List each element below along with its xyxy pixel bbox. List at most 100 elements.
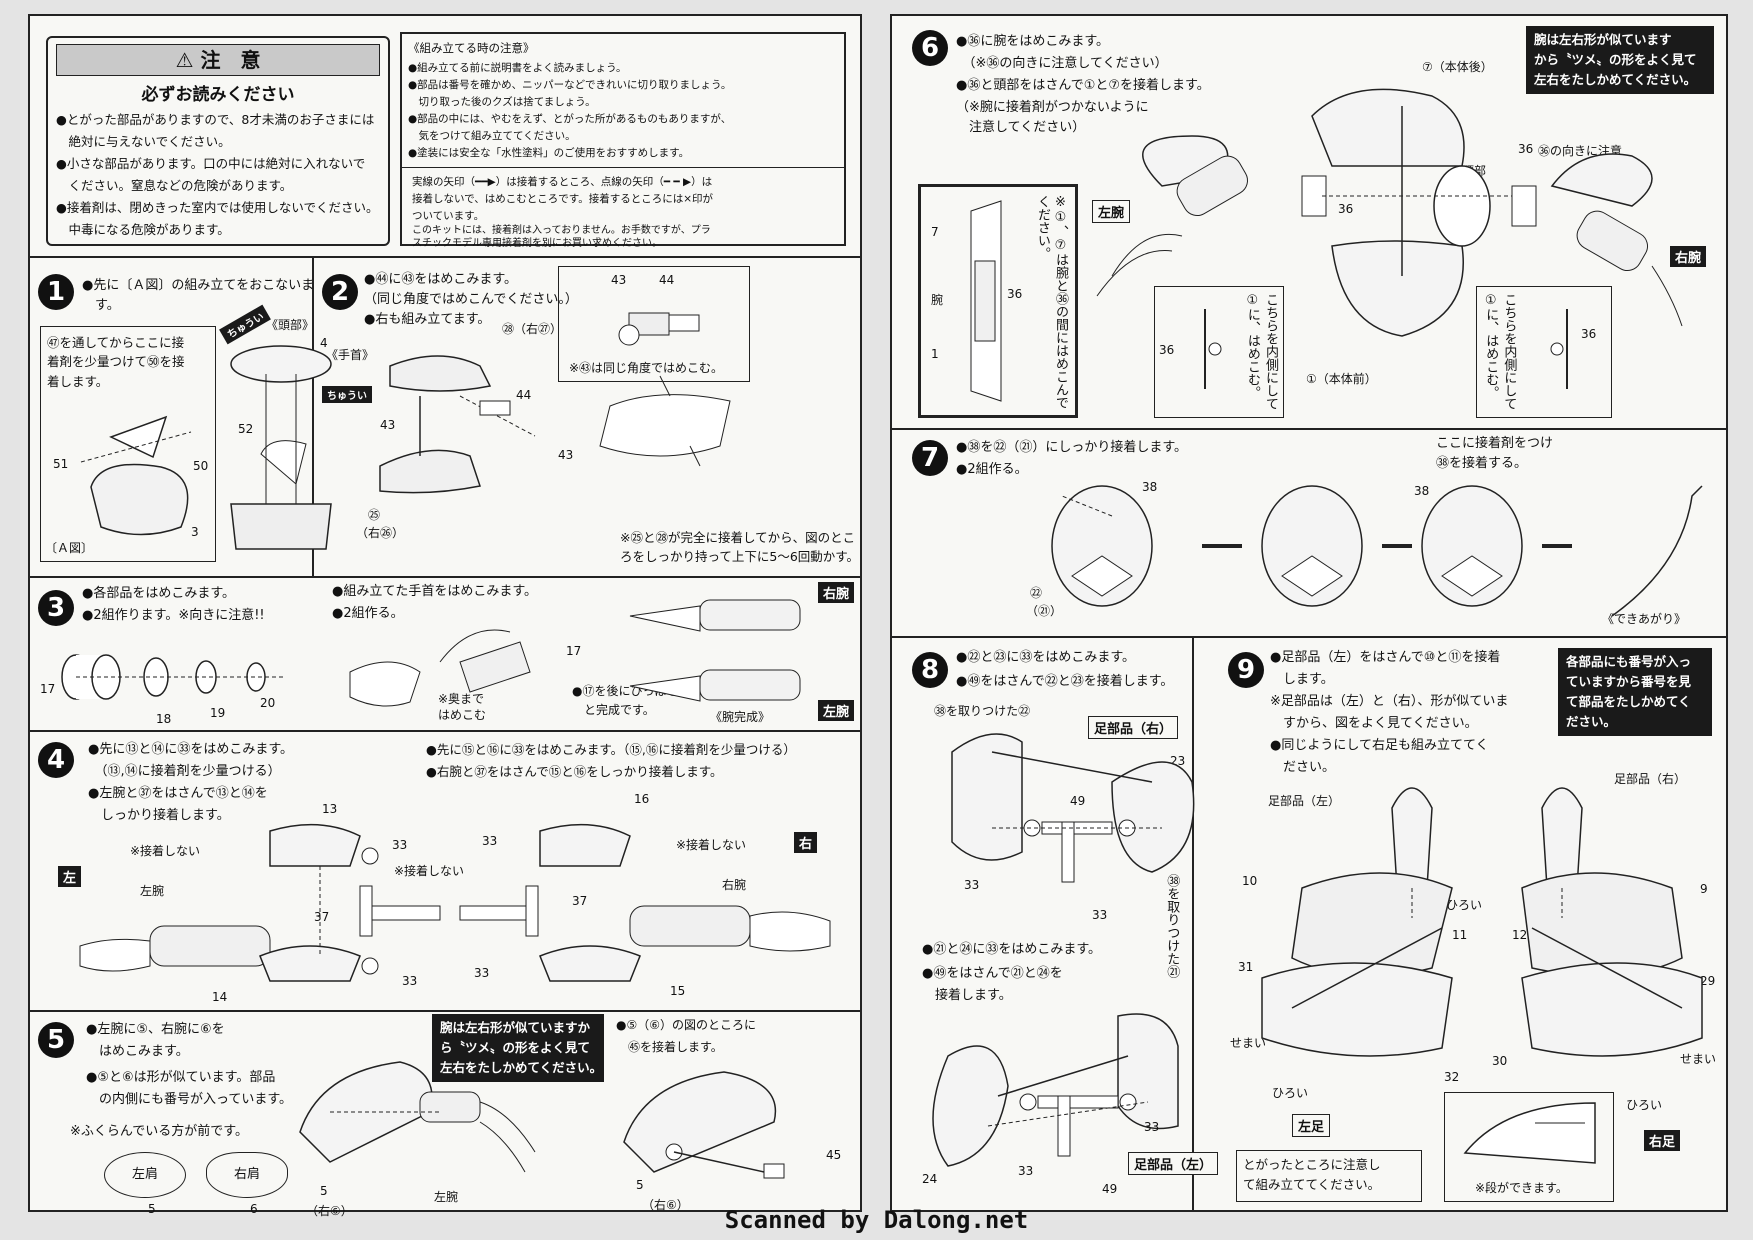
step-3-arms-drawing — [629, 599, 801, 702]
step-2-callout-drawing — [618, 312, 700, 346]
step-6-left-detail: 36 こちらを内側にして①に、はめこむ。 — [1154, 286, 1284, 418]
step-5-arm-notice: 腕は左右形が似ていますか ら〝ツメ〟の形をよく見て 左右をたしかめてください。 — [432, 1014, 604, 1082]
notes-line: ●部品は番号を確かめ、ニッパーなどできれいに切り取りましょう。 — [408, 79, 732, 91]
step-6-note: （※腕に接着剤がつかないように 注意してください） — [956, 100, 1149, 136]
step-4-left-line: ●先に⑬と⑭に㉝をはめこみます。 — [88, 742, 294, 757]
warning-line: ください。窒息などの危険があります。 — [56, 178, 293, 193]
step-1-head-drawing — [230, 345, 332, 550]
step-7-number: 7 — [912, 440, 948, 476]
part-number: 13 — [322, 802, 338, 816]
step-4-left-tag: 左 — [58, 866, 82, 887]
step-6-inset-drawing — [970, 200, 1002, 402]
step-3-hands-drawing — [349, 629, 531, 707]
part-number: 45 — [826, 1148, 842, 1162]
step-3-left-arm-tag: 左腕 — [818, 700, 855, 721]
step-8-part38-22: ㊳を取りつけた㉒ — [934, 704, 1031, 718]
right-shoulder-label: 右肩 — [233, 1167, 260, 1182]
step-8-number: 8 — [912, 652, 948, 688]
step-3-right-arm-tag: 右腕 — [818, 582, 855, 603]
step-5-arm-notice-text: 腕は左右形が似ていますか ら〝ツメ〟の形をよく見て 左右をたしかめてください。 — [440, 1020, 603, 1075]
part-number: 33 — [482, 834, 498, 848]
step-9-wide: ひろい — [1446, 898, 1483, 912]
step-8-bottom-drawing — [932, 1013, 1179, 1167]
part-number: 37 — [314, 910, 330, 924]
step-4-right-line: ●右腕と㊲をはさんで⑮と⑯をしっかり接着します。 — [426, 764, 723, 779]
warning-line: ●小さな部品があります。口の中には絶対に入れないで — [56, 156, 366, 171]
part-number: 18 — [156, 712, 172, 726]
step-4-left-line: しっかり接着します。 — [88, 808, 230, 823]
step-4-right-arm: 右腕 — [722, 878, 747, 892]
part-number: ㉕ — [368, 508, 381, 522]
part-number: 9 — [1700, 882, 1708, 896]
step-9-notice: 各部品にも番号が入っ ていますから番号を見 て部品をたしかめてく ださい。 — [1558, 648, 1712, 736]
step-6-body-back: ⑦（本体後） — [1422, 60, 1493, 74]
step-9-left-foot-tag: 左足 — [1292, 1114, 1331, 1137]
step-5-fig-line: ㊺を接着します。 — [616, 1040, 723, 1054]
row-divider — [892, 428, 1726, 430]
step-6-right-arm-tag: 右腕 — [1670, 246, 1707, 267]
part-number: 43 — [611, 273, 627, 287]
row-divider — [30, 730, 860, 732]
warning-title-bar: ⚠ 注 意 — [56, 44, 380, 76]
step-3-okude-note: ※奥まで はめこむ — [438, 692, 487, 722]
step-1-head-label: 《頭部》 — [266, 318, 315, 332]
notes-glue-line: このキットには、接着剤は入っておりません。お手数ですが、プラ — [412, 225, 711, 236]
step-8-line: ●㉒と㉓に㉝をはめこみます。 — [956, 650, 1136, 665]
step-4-no-glue: ※接着しない — [130, 844, 201, 858]
part-number: 38 — [1142, 480, 1158, 494]
part-number: 36 — [1338, 202, 1354, 216]
step-5-shoulder-drawing — [623, 1071, 785, 1179]
warning-box: ⚠ 注 意 必ずお読みください ●とがった部品がありますので、8才未満のお子さま… — [46, 36, 390, 246]
part-number: 4 — [320, 336, 328, 350]
step-5-arm-drawing — [299, 1061, 536, 1173]
warning-subtitle: 必ずお読みください — [141, 85, 295, 105]
step-6-left-arm-tag: 左腕 — [1092, 200, 1131, 223]
part-number: 33 — [474, 966, 490, 980]
step-2-line: ●㊹に㊸をはめこみます。 — [364, 272, 518, 287]
part-number: 36 — [1518, 142, 1534, 156]
step-4-right-tag: 右 — [794, 832, 818, 853]
part-number: 15 — [670, 984, 686, 998]
part-number: 33 — [964, 878, 980, 892]
part-number: 11 — [1452, 928, 1468, 942]
warning-line: ●接着剤は、閉めきった室内では使用しないでください。 — [56, 200, 379, 215]
step-2-wrist-drawing — [379, 355, 731, 494]
step-5-left-arm: 左腕 — [434, 1190, 459, 1204]
part-number: 50 — [193, 459, 209, 473]
step-2-line: ●右も組み立てます。 — [364, 312, 491, 327]
part-number: 30 — [1492, 1054, 1508, 1068]
warning-line: 中毒になる危険があります。 — [56, 222, 230, 237]
step-6-left-detail-drawing — [1204, 309, 1222, 389]
step-5-line: はめこみます。 — [86, 1044, 189, 1059]
step-2-callout-text: ※㊸は同じ角度ではめこむ。 — [569, 361, 724, 375]
step-1-inset-text: ㊼を通してからここに接 着剤を少量つけて㊿を接 着します。 — [47, 335, 185, 389]
step-8-line2: ●㉑と㉔に㉝をはめこみます。 — [922, 942, 1102, 957]
step-3-mid-line: ●2組作る。 — [332, 606, 404, 621]
step-3-number: 3 — [38, 590, 74, 626]
part-number: 33 — [1144, 1120, 1160, 1134]
step-9-right-foot-tag: 右足 — [1644, 1130, 1681, 1151]
step-6-arm-notice-text: 腕は左右形が似ています から〝ツメ〟の形をよく見て 左右をたしかめてください。 — [1534, 32, 1697, 87]
step-8-foot-right: 足部品（右） — [1088, 716, 1179, 739]
step-9-step-drawing — [1463, 1102, 1596, 1164]
warning-title: 注 意 — [200, 48, 261, 72]
left-page: ⚠ 注 意 必ずお読みください ●とがった部品がありますので、8才未満のお子さま… — [28, 14, 862, 1218]
step-9-line: ださい。 — [1270, 760, 1336, 775]
part-number: 33 — [1092, 908, 1108, 922]
notes-glue-line: スチックモデル専用接着剤を別にお買い求めください。 — [412, 238, 662, 249]
step-3-line: ●2組作ります。※向きに注意!! — [82, 608, 265, 623]
step-6-line: （※㊱の向きに注意してください） — [956, 56, 1168, 71]
step-6-right-detail-drawing — [1550, 309, 1568, 389]
notes-line: ●塗装には安全な「水性塗料」のご使用をおすすめします。 — [408, 147, 690, 159]
part-number: 16 — [634, 792, 650, 806]
step-4-left-arm: 左腕 — [140, 884, 165, 898]
notes-line: 切り取った後のクズは捨てましょう。 — [408, 96, 596, 108]
row-divider — [30, 576, 860, 578]
step-5-number: 5 — [38, 1022, 74, 1058]
step-4-left-line: （⑬,⑭に接着剤を少量つける） — [88, 764, 281, 779]
part-number: 10 — [1242, 874, 1258, 888]
step-3-line: ●各部品をはめこみます。 — [82, 586, 236, 601]
step-2-wrist-label: 《手首》 — [326, 348, 375, 362]
step-6-drawing — [1096, 88, 1683, 337]
step-2-caution-tag: ちゅうい — [322, 386, 372, 403]
